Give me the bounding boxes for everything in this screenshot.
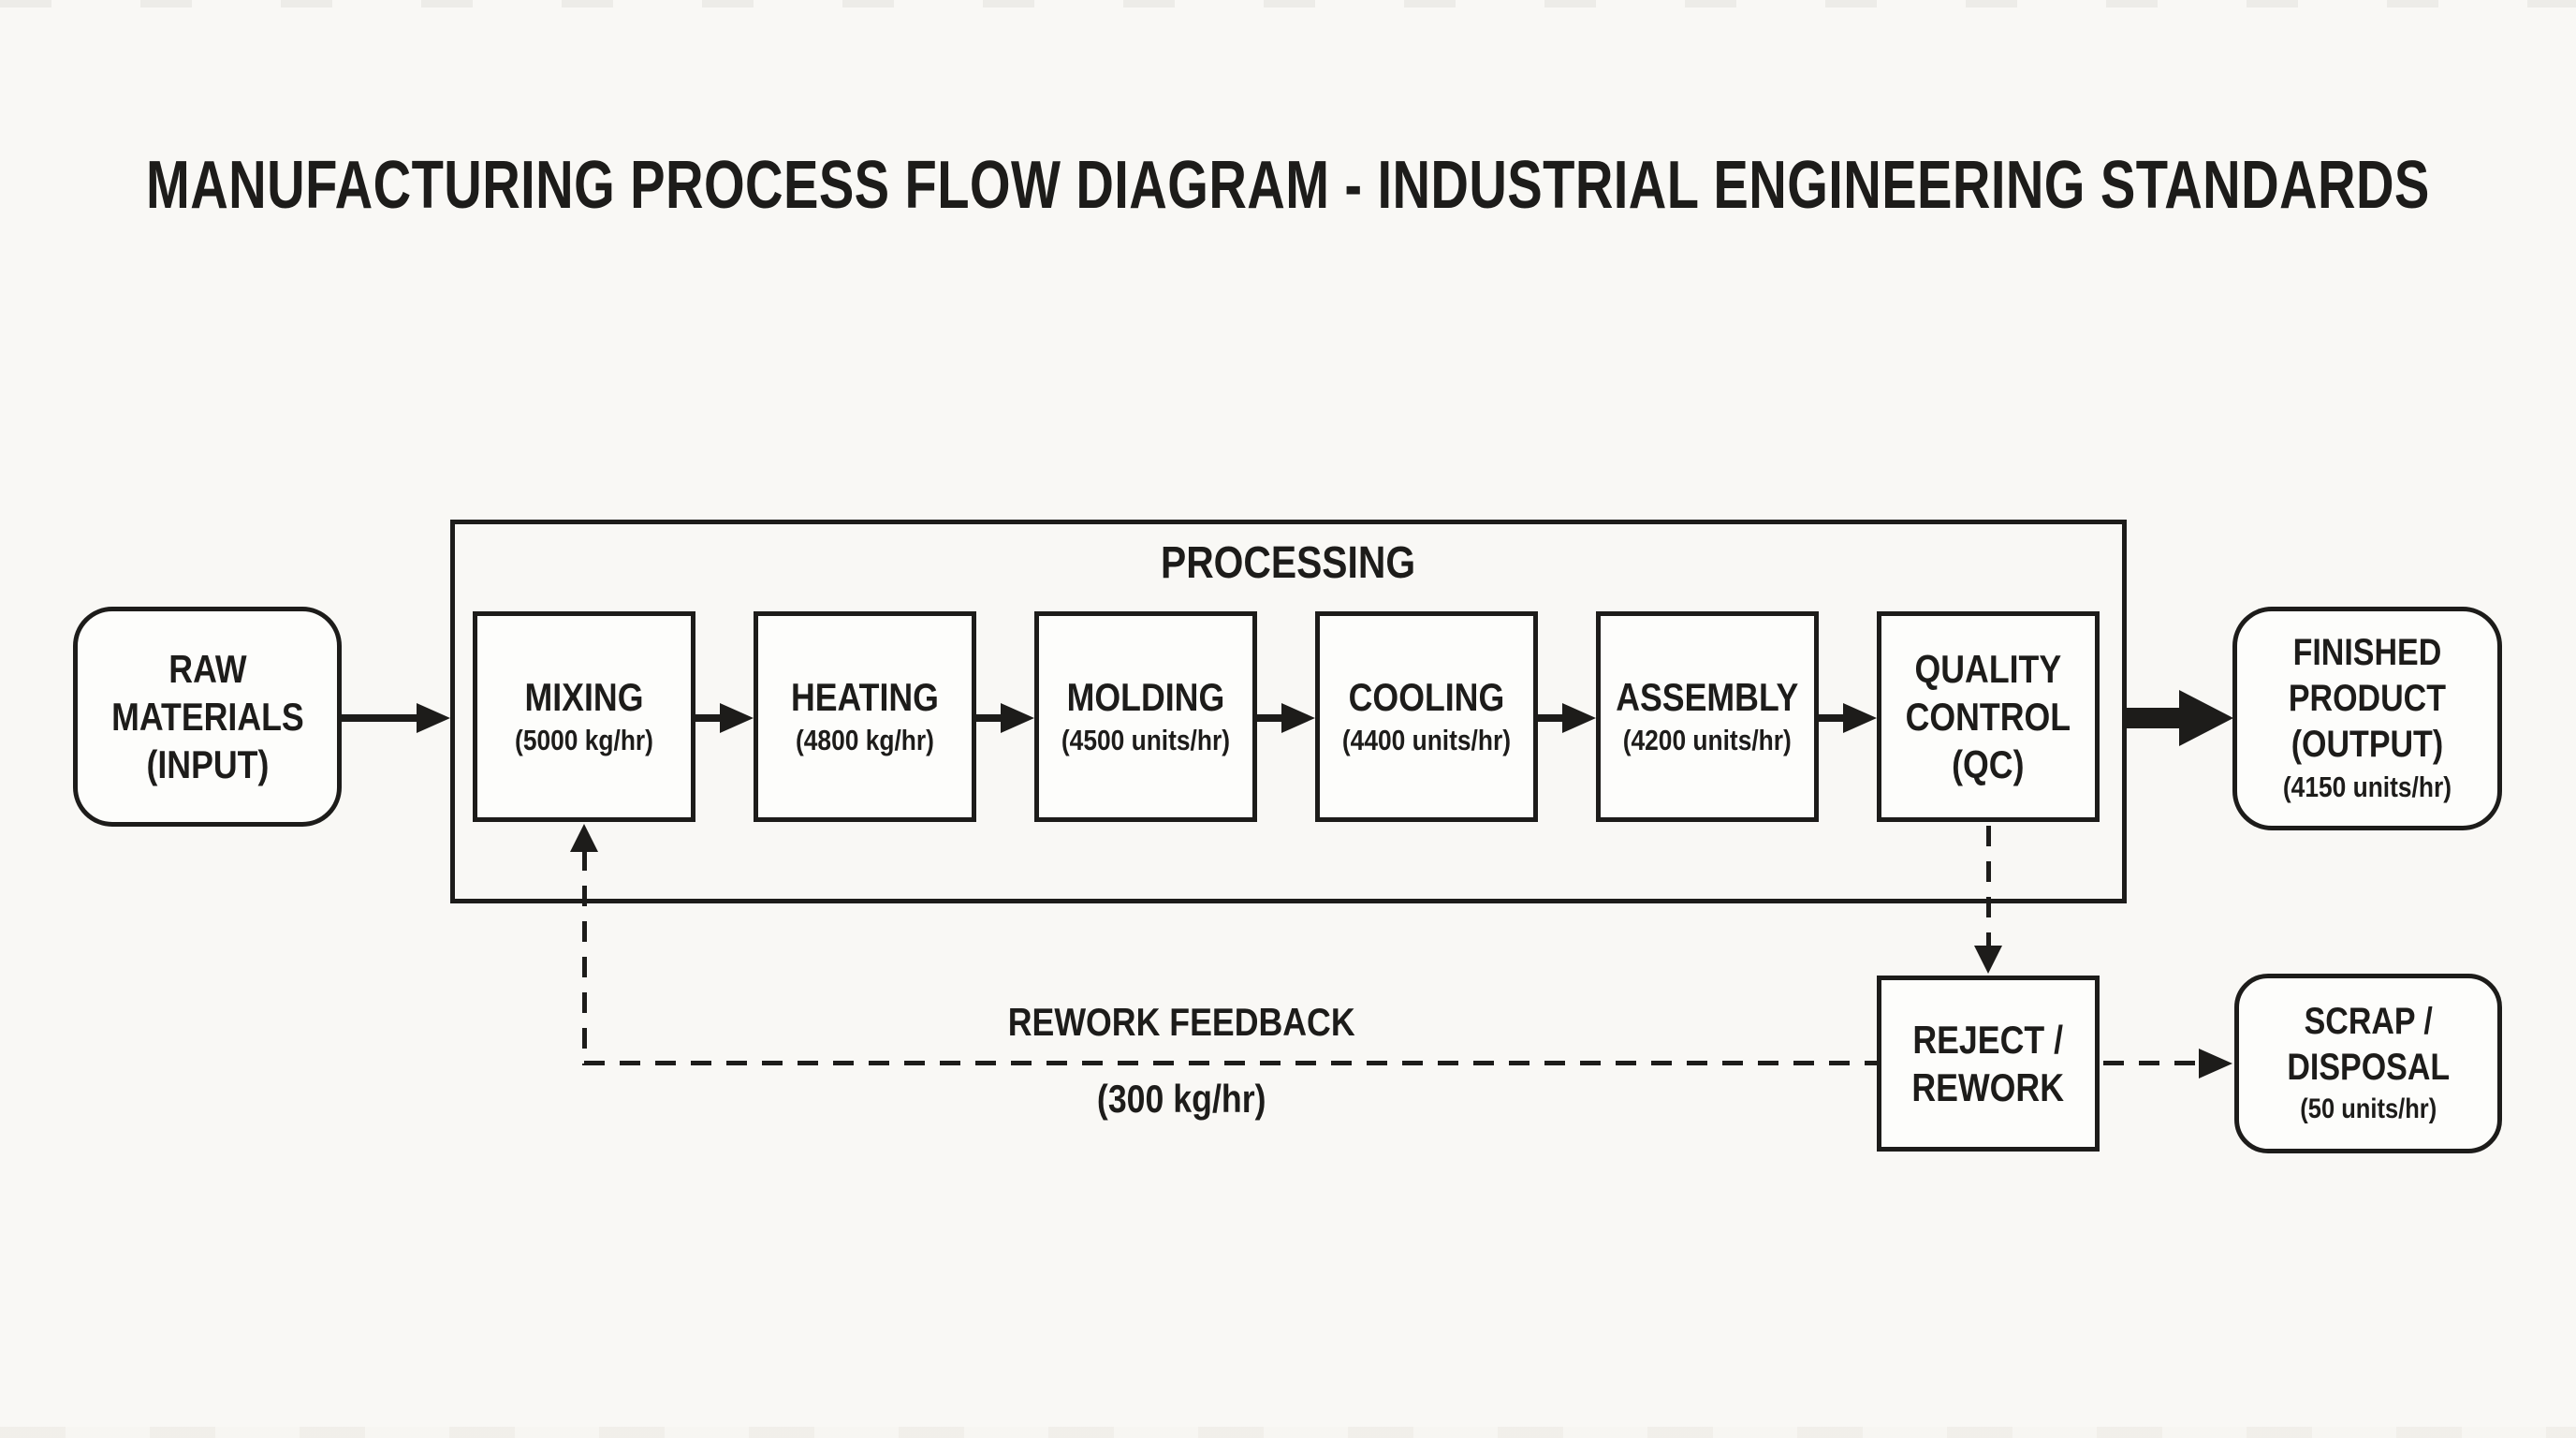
raw-materials-node: RAW MATERIALS (INPUT) — [73, 607, 342, 827]
heating-node: HEATING (4800 kg/hr) — [754, 611, 976, 822]
arrow-shaft — [1536, 714, 1566, 722]
reject-rework-node: REJECT / REWORK — [1877, 976, 2100, 1152]
assembly-label-block: ASSEMBLY (4200 units/hr) — [1616, 673, 1798, 760]
processing-label: PROCESSING — [1161, 538, 1416, 588]
molding-rate: (4500 units/hr) — [1061, 724, 1231, 757]
arrowhead-right-icon — [1001, 703, 1034, 733]
rework-feedback-rate: (300 kg/hr) — [1096, 1077, 1266, 1121]
cooling-label: COOLING — [1348, 674, 1505, 719]
assembly-label: ASSEMBLY — [1616, 674, 1799, 719]
scrap-disposal-rate: (50 units/hr) — [2300, 1093, 2437, 1124]
reject-rework-label: REJECT / REWORK — [1911, 1017, 2065, 1109]
arrow-shaft — [694, 714, 724, 722]
quality-control-node: QUALITY CONTROL (QC) — [1877, 611, 2100, 822]
rework-feedback-label: REWORK FEEDBACK — [1007, 1000, 1355, 1044]
arrowhead-down-icon — [1974, 946, 2002, 974]
arrowhead-right-icon — [2199, 1049, 2232, 1078]
arrowhead-right-icon — [720, 703, 754, 733]
dashed-shaft-horizontal — [584, 1061, 1877, 1065]
rework-feedback-label-row: REWORK FEEDBACK — [900, 1000, 1462, 1045]
assembly-rate: (4200 units/hr) — [1622, 724, 1793, 757]
arrowhead-right-icon — [417, 703, 450, 733]
processing-container: PROCESSING — [450, 520, 2127, 903]
scan-artifact-top — [0, 0, 2576, 7]
processing-label-row: PROCESSING — [455, 537, 2122, 589]
cooling-label-block: COOLING (4400 units/hr) — [1342, 673, 1511, 760]
diagram-title: MANUFACTURING PROCESS FLOW DIAGRAM - IND… — [146, 148, 2430, 223]
dashed-shaft — [1986, 826, 1991, 949]
arrow-shaft — [1817, 714, 1847, 722]
thick-arrow-shaft — [2125, 708, 2181, 728]
rework-feedback-rate-row: (300 kg/hr) — [900, 1077, 1462, 1122]
heating-label-block: HEATING (4800 kg/hr) — [791, 673, 939, 760]
finished-product-label: FINISHED PRODUCT (OUTPUT) (4150 units/hr… — [2283, 630, 2452, 806]
cooling-node: COOLING (4400 units/hr) — [1315, 611, 1538, 822]
arrow-shaft — [974, 714, 1004, 722]
quality-control-label: QUALITY CONTROL (QC) — [1905, 646, 2071, 787]
arrow-shaft — [1255, 714, 1285, 722]
mixing-label-block: MIXING (5000 kg/hr) — [515, 673, 653, 760]
mixing-node: MIXING (5000 kg/hr) — [473, 611, 695, 822]
molding-node: MOLDING (4500 units/hr) — [1034, 611, 1257, 822]
molding-label: MOLDING — [1066, 674, 1225, 719]
diagram-title-row: MANUFACTURING PROCESS FLOW DIAGRAM - IND… — [0, 148, 2576, 223]
scrap-disposal-label: SCRAP / DISPOSAL (50 units/hr) — [2287, 999, 2450, 1128]
mixing-label: MIXING — [524, 674, 644, 719]
arrowhead-right-icon — [1562, 703, 1596, 733]
arrowhead-up-icon — [570, 824, 598, 852]
scan-artifact-bottom — [0, 1427, 2576, 1438]
molding-label-block: MOLDING (4500 units/hr) — [1061, 673, 1230, 760]
arrowhead-right-icon — [1843, 703, 1877, 733]
arrowhead-right-icon — [1281, 703, 1315, 733]
heating-rate: (4800 kg/hr) — [796, 724, 934, 757]
dashed-shaft-vertical — [582, 850, 587, 1065]
cooling-rate: (4400 units/hr) — [1341, 724, 1512, 757]
scrap-disposal-node: SCRAP / DISPOSAL (50 units/hr) — [2234, 974, 2502, 1153]
arrow-shaft — [340, 714, 418, 722]
mixing-rate: (5000 kg/hr) — [515, 724, 653, 757]
raw-materials-label: RAW MATERIALS (INPUT) — [110, 646, 304, 787]
finished-product-node: FINISHED PRODUCT (OUTPUT) (4150 units/hr… — [2232, 607, 2502, 830]
thick-arrowhead-right-icon — [2179, 690, 2233, 746]
dashed-shaft — [2103, 1061, 2204, 1065]
heating-label: HEATING — [790, 674, 939, 719]
assembly-node: ASSEMBLY (4200 units/hr) — [1596, 611, 1819, 822]
finished-product-rate: (4150 units/hr) — [2282, 770, 2452, 803]
